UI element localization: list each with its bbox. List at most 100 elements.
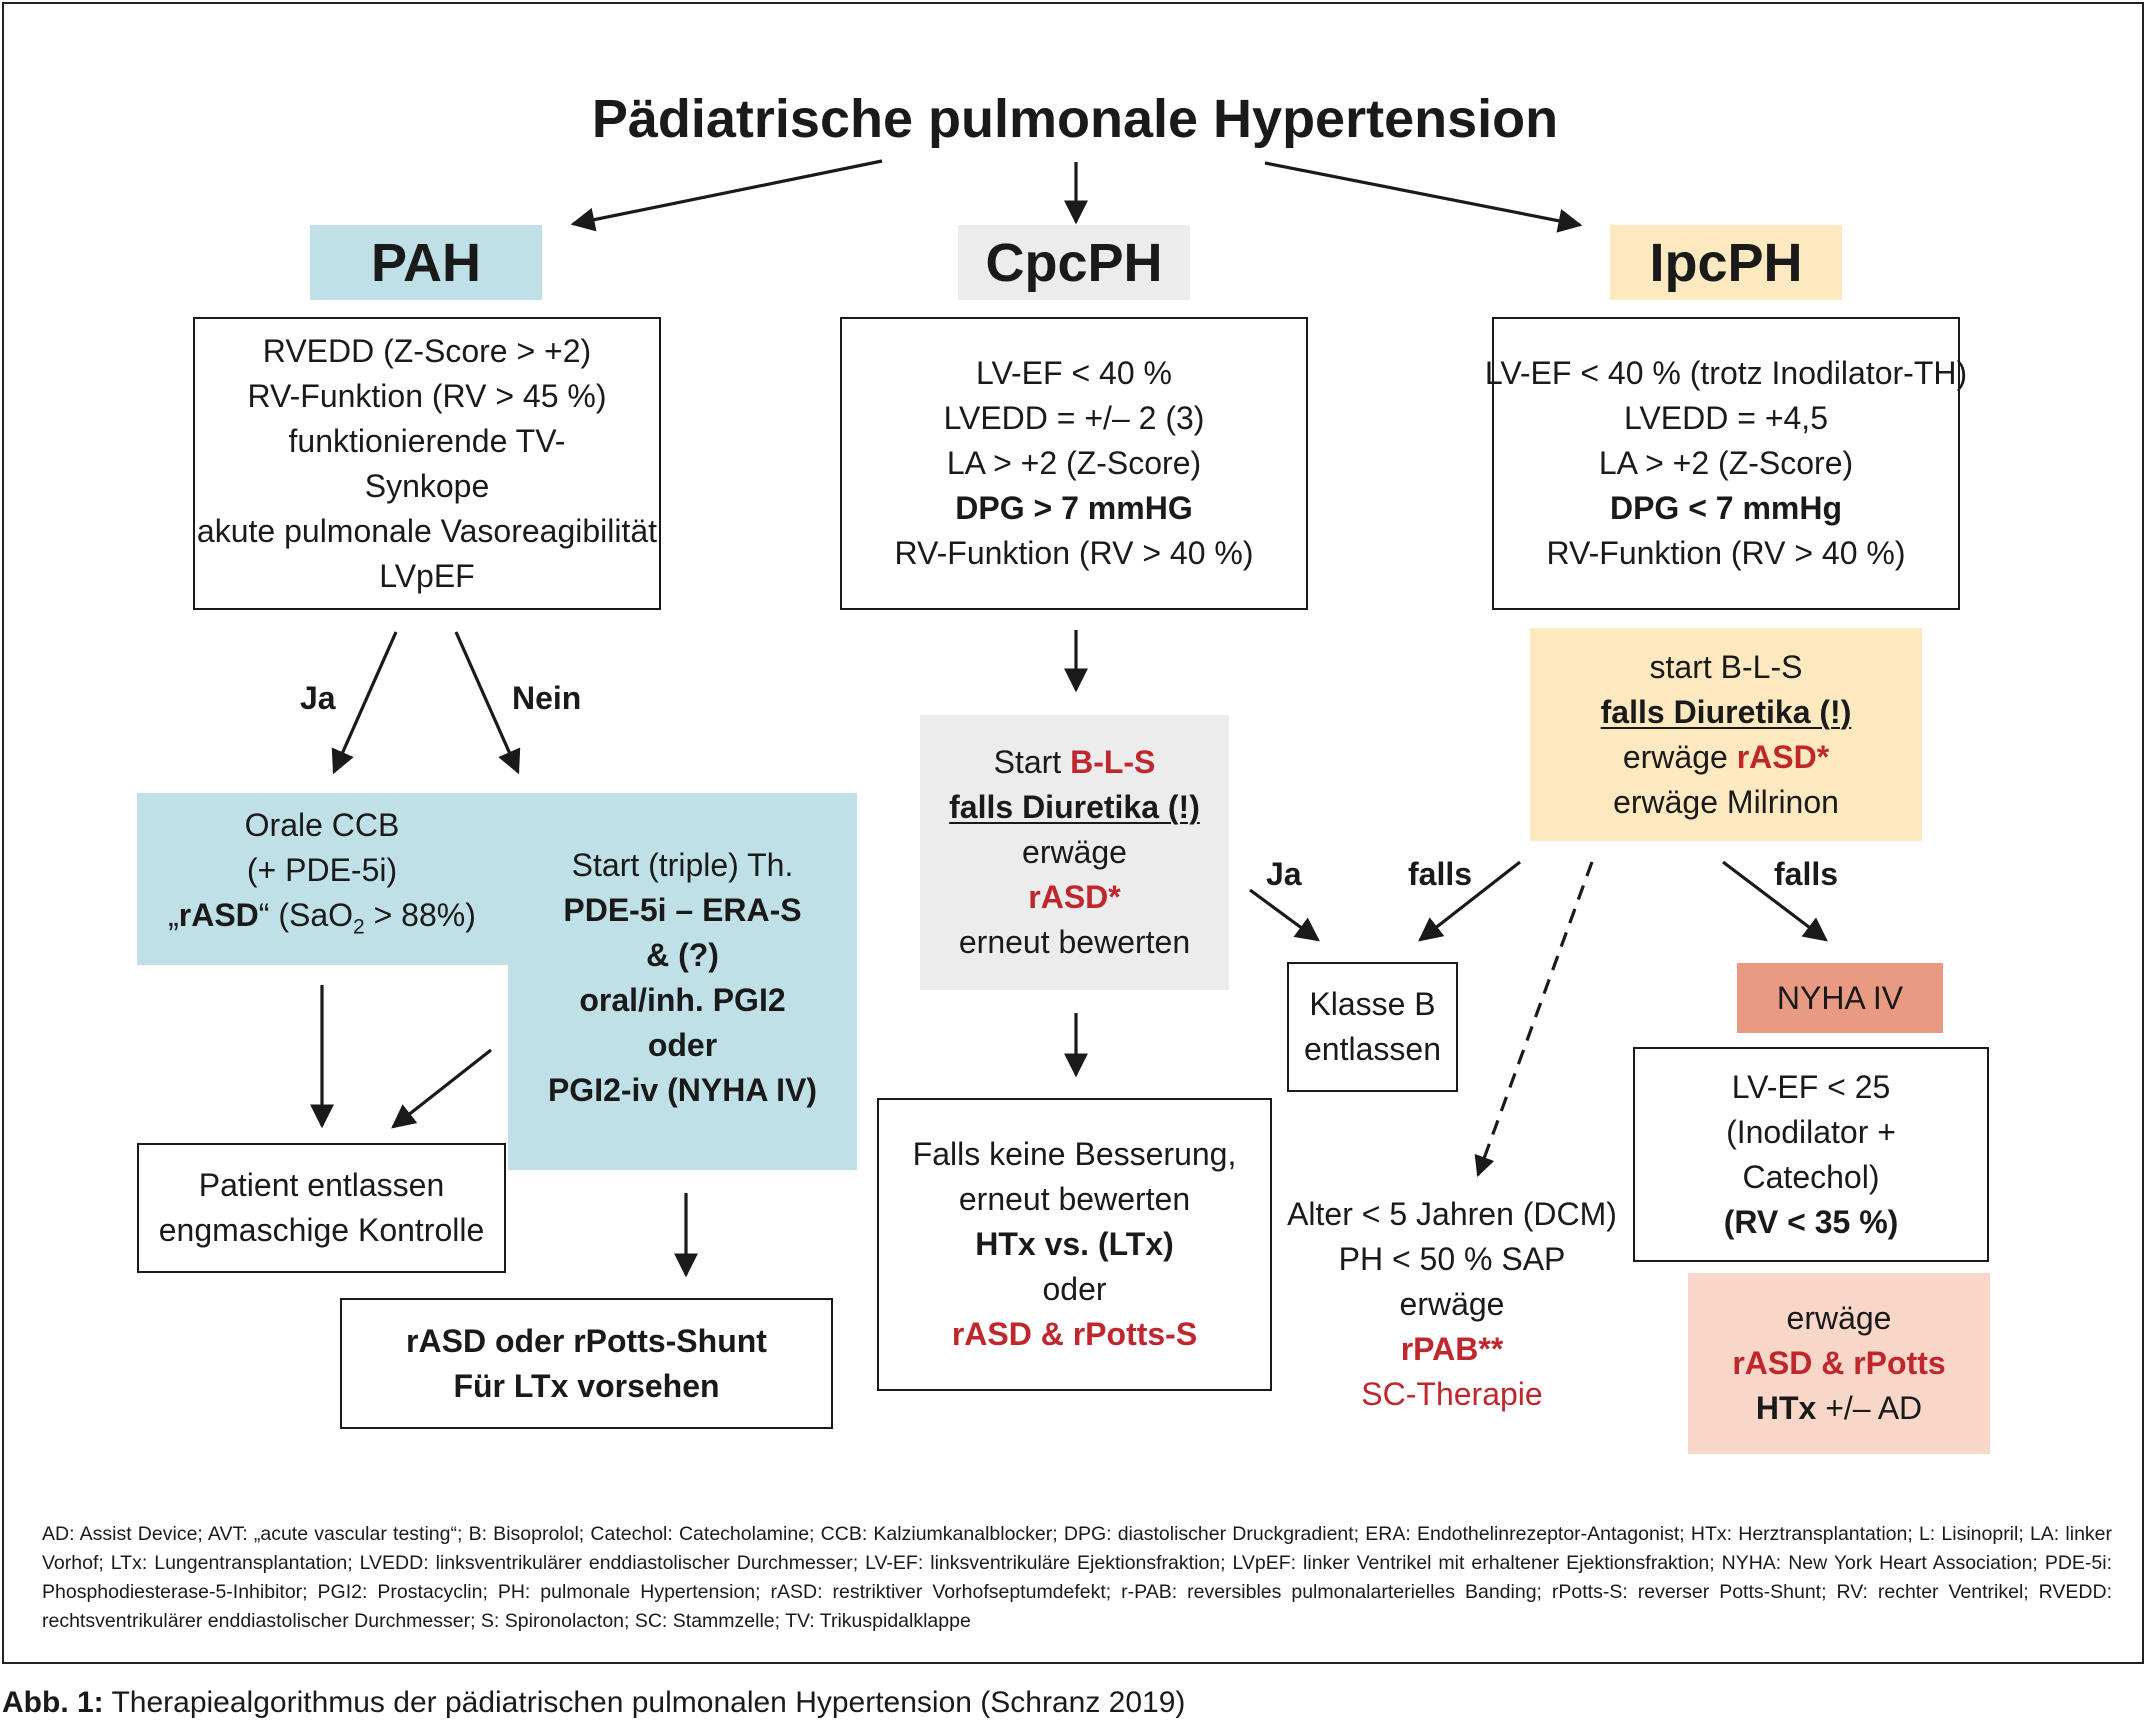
no-improvement-line: Falls keine Besserung, xyxy=(912,1136,1237,1172)
ipcph-rasd: rASD* xyxy=(1736,738,1830,775)
quote-open: „ xyxy=(168,896,179,933)
pah-no-label: Nein xyxy=(512,680,582,716)
ipcph-criteria-box: LV-EF < 40 % (trotz Inodilator-TH) LVEDD… xyxy=(1485,317,1967,610)
final-consider: erwäge xyxy=(1786,1300,1892,1336)
arrow-title-to-ipcph xyxy=(1264,161,1583,233)
cpcph-criterion-dpg: DPG > 7 mmHG xyxy=(955,490,1193,526)
arrow-pah-no xyxy=(454,631,521,775)
final-htx: HTx xyxy=(1755,1390,1817,1426)
age-line: erwäge xyxy=(1399,1285,1505,1322)
cpcph-diuretics: falls Diuretika (!) xyxy=(949,789,1200,825)
final-rasd-rpotts: rASD & rPotts xyxy=(1732,1345,1946,1381)
caption-text: Therapiealgorithmus der pädiatrischen pu… xyxy=(103,1686,1186,1719)
pah-criteria-box: RVEDD (Z-Score > +2) RV-Funktion (RV > 4… xyxy=(193,317,661,610)
arrow-ipcph-if-to-class-b xyxy=(1418,860,1521,942)
therapy-line: & (?) xyxy=(646,937,719,973)
cpcph-or: oder xyxy=(1042,1271,1107,1307)
pah-criterion: RV-Funktion (RV > 45 %) xyxy=(247,377,607,414)
cpcph-consider: erwäge xyxy=(1022,834,1127,870)
class-b-line: entlassen xyxy=(1304,1031,1441,1067)
shunt-line: rASD oder rPotts-Shunt xyxy=(406,1322,767,1359)
class-b-line: Klasse B xyxy=(1309,986,1436,1022)
ipcph-criterion: LVEDD = +4,5 xyxy=(1624,400,1828,436)
therapy-line: oder xyxy=(647,1027,718,1063)
pah-criterion: funktionierende TV- xyxy=(288,422,566,459)
ipcph-start: start B-L-S xyxy=(1649,648,1803,685)
ipcph-consider: erwäge xyxy=(1622,738,1737,775)
cpcph-rasd: rASD* xyxy=(1028,879,1121,915)
pah-therapy-region xyxy=(508,793,857,1170)
diagram-title: Pädiatrische pulmonale Hypertension xyxy=(591,89,1559,149)
shunt-line: Für LTx vorsehen xyxy=(453,1367,720,1404)
ipcph-diuretics: falls Diuretika (!) xyxy=(1600,693,1852,730)
therapy-line: oral/inh. PGI2 xyxy=(579,982,786,1018)
ipcph-criterion-dpg: DPG < 7 mmHg xyxy=(1609,490,1843,526)
age-line: Alter < 5 Jahren (DCM) xyxy=(1287,1195,1617,1232)
cpcph-rasd-rpotts: rASD & rPotts-S xyxy=(951,1316,1198,1352)
sao2-subscript: 2 xyxy=(353,915,365,939)
cpcph-therapy-box: Start B-L-S falls Diuretika (!) erwäge r… xyxy=(920,715,1229,990)
ipcph-milrinone: erwäge Milrinon xyxy=(1613,783,1839,820)
pah-shunt-box: rASD oder rPotts-Shunt Für LTx vorsehen xyxy=(340,1298,833,1429)
sao2-text: “ (SaO xyxy=(258,896,354,933)
category-pah-label: PAH xyxy=(370,232,481,293)
cpcph-no-improvement-box: Falls keine Besserung, erneut bewerten H… xyxy=(877,1098,1272,1391)
abbreviation-legend: AD: Assist Device; AVT: „acute vascular … xyxy=(42,1523,2112,1632)
ipcph-rpab: rPAB** xyxy=(1400,1330,1504,1367)
ipcph-lvef-box: LV-EF < 25 (Inodilator + Catechol) (RV <… xyxy=(1633,1047,1989,1262)
arrow-ipcph-dashed-to-age xyxy=(1474,861,1594,1177)
pah-criterion: LVpEF xyxy=(379,557,475,594)
pah-discharge-box: Patient entlassen engmaschige Kontrolle xyxy=(137,1143,506,1273)
category-cpcph-label: CpcPH xyxy=(985,232,1163,293)
ipcph-if-label-right: falls xyxy=(1774,856,1839,892)
therapy-line: PGI2-iv (NYHA IV) xyxy=(547,1072,818,1108)
ipcph-age-block: Alter < 5 Jahren (DCM) PH < 50 % SAP erw… xyxy=(1282,1190,1622,1418)
ipcph-criterion: RV-Funktion (RV > 40 %) xyxy=(1546,535,1906,571)
cpcph-reassess: erneut bewerten xyxy=(958,924,1191,960)
age-line: PH < 50 % SAP xyxy=(1338,1240,1566,1277)
nyha-label: NYHA IV xyxy=(1776,979,1904,1016)
therapy-line: PDE-5i – ERA-S xyxy=(563,892,802,928)
pah-criterion: Synkope xyxy=(364,467,490,504)
ipcph-consider-rasd-line: erwäge rASD* xyxy=(1623,735,1829,780)
cpcph-criterion: LA > +2 (Z-Score) xyxy=(946,445,1202,481)
lvef-line: LV-EF < 25 xyxy=(1731,1068,1891,1105)
start-triple-line: Start (triple) Th. xyxy=(571,847,794,883)
cpcph-criterion: RV-Funktion (RV > 40 %) xyxy=(894,535,1254,571)
cpcph-start-line: Start B-L-S xyxy=(994,740,1156,785)
arrow-title-to-pah xyxy=(570,159,883,232)
oral-ccb-line: Orale CCB xyxy=(244,806,400,843)
arrow-therapy-to-discharge xyxy=(391,1048,492,1129)
lvef-rv: (RV < 35 %) xyxy=(1723,1203,1899,1240)
nyha-iv-badge: NYHA IV xyxy=(1737,963,1943,1033)
arrow-pah-yes xyxy=(331,631,398,775)
caption-label: Abb. 1: xyxy=(2,1686,104,1719)
pah-triple-therapy-text: Start (triple) Th. PDE-5i – ERA-S & (?) … xyxy=(508,843,857,1113)
pah-yes-label: Ja xyxy=(300,680,336,716)
ipcph-therapy-box: start B-L-S falls Diuretika (!) erwäge r… xyxy=(1530,628,1922,841)
pah-oral-ccb-text: Orale CCB (+ PDE-5i) „rASD“ (SaO2 > 88%) xyxy=(137,806,507,946)
cpcph-bls: B-L-S xyxy=(1070,744,1156,780)
cpcph-criterion: LV-EF < 40 % xyxy=(976,355,1172,391)
oral-ccb-rasd-line: „rASD“ (SaO2 > 88%) xyxy=(168,893,476,949)
category-ipcph-label: IpcPH xyxy=(1649,232,1803,293)
rasd-term: rASD xyxy=(178,896,259,933)
oral-ccb-line: (+ PDE-5i) xyxy=(246,851,398,888)
cpcph-yes-label: Ja xyxy=(1266,856,1302,892)
ipcph-sc-therapy: SC-Therapie xyxy=(1361,1375,1543,1412)
ipcph-criterion: LV-EF < 40 % (trotz Inodilator-TH) xyxy=(1484,355,1968,391)
cpcph-htx: HTx vs. (LTx) xyxy=(975,1226,1174,1262)
cpcph-criterion: LVEDD = +/– 2 (3) xyxy=(943,400,1205,436)
ipcph-if-label-left: falls xyxy=(1408,856,1473,892)
no-improvement-line: erneut bewerten xyxy=(958,1181,1191,1217)
pah-criterion: RVEDD (Z-Score > +2) xyxy=(262,332,592,369)
figure-caption: Abb. 1: Therapiealgorithmus der pädiatri… xyxy=(2,1686,1185,1720)
final-ad: +/– AD xyxy=(1816,1390,1923,1426)
class-b-box: Klasse B entlassen xyxy=(1287,962,1458,1092)
lvef-line: Catechol) xyxy=(1742,1158,1880,1195)
category-cpcph: CpcPH xyxy=(958,225,1190,300)
ipcph-final-box: erwäge rASD & rPotts HTx +/– AD xyxy=(1688,1273,1990,1454)
lvef-line: (Inodilator + xyxy=(1726,1113,1896,1150)
pah-criterion: akute pulmonale Vasoreagibilität xyxy=(196,512,658,549)
arrow-cpcph-yes-to-class-b xyxy=(1249,888,1320,942)
